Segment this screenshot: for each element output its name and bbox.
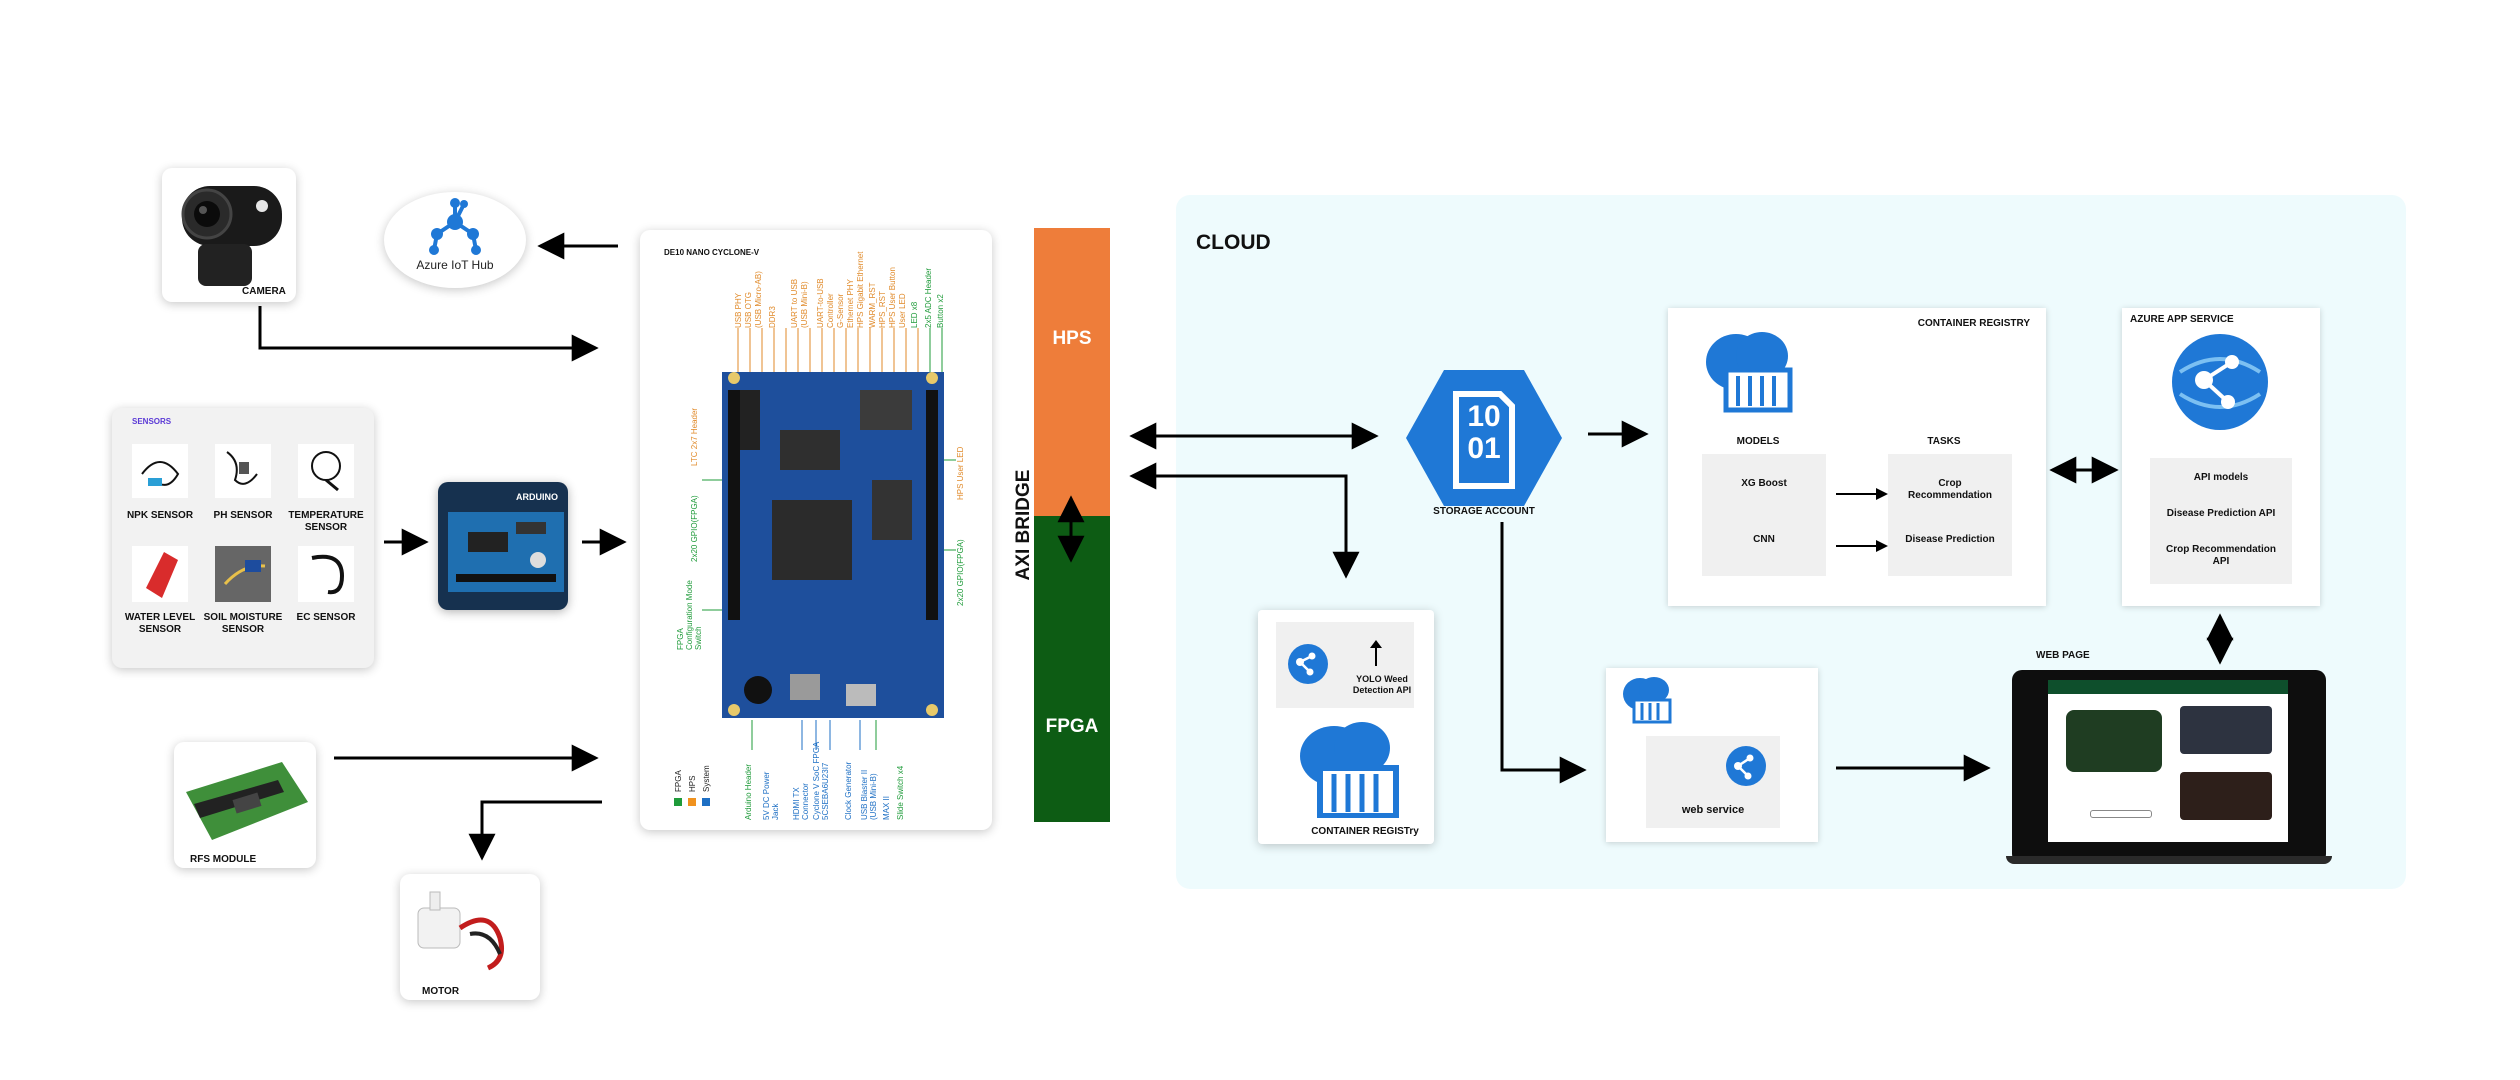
de10-nano-board-icon xyxy=(702,328,956,750)
ec-sensor-icon xyxy=(298,546,354,602)
model-cnn: CNN xyxy=(1753,534,1775,545)
web-page-hero-image xyxy=(2066,710,2162,772)
arrow-board-to-motor xyxy=(468,800,602,861)
cloud-title: CLOUD xyxy=(1196,231,1271,254)
registry-main-title: CONTAINER REGISTRY xyxy=(1917,318,2030,329)
app-service-title: AZURE APP SERVICE xyxy=(2130,314,2234,325)
web-service-card: web service xyxy=(1606,668,1818,842)
api-models: API models xyxy=(2193,472,2249,483)
storage-account-icon xyxy=(1406,370,1562,506)
arrow-camera-to-board xyxy=(258,306,599,362)
ph-sensor-icon xyxy=(215,444,271,498)
api-disease-prediction: Disease Prediction API xyxy=(2166,508,2276,519)
hps-label: HPS xyxy=(1052,328,1092,349)
tasks-box xyxy=(1888,454,2012,576)
npk-sensor-icon xyxy=(132,444,188,498)
camera-icon xyxy=(181,186,282,286)
web-page-weather-card xyxy=(2180,706,2272,754)
models-box xyxy=(1702,454,1826,576)
arrow-axi-registry-small xyxy=(1129,462,1360,579)
camera-card: CAMERA xyxy=(162,168,296,302)
web-service-label: web service xyxy=(1681,804,1745,816)
web-page-info-card xyxy=(2180,772,2272,820)
web-page-navbar xyxy=(2048,680,2288,694)
arduino-card: ARDUINO xyxy=(438,482,568,610)
board-card: DE10 NANO CYCLONE-V xyxy=(640,230,992,830)
board-title: DE10 NANO CYCLONE-V xyxy=(664,248,760,257)
arrow-storage-to-webservice xyxy=(1500,522,1587,784)
model-task-arrows xyxy=(1836,488,1888,552)
task-crop-recommendation: Crop Recommendation xyxy=(1908,478,1992,501)
storage-glyph-bottom: 01 xyxy=(1467,432,1501,465)
app-service-icon xyxy=(2172,334,2268,430)
storage-label: STORAGE ACCOUNT xyxy=(1433,506,1535,517)
container-registry-tiny-icon xyxy=(1623,677,1672,724)
api-crop-recommendation: Crop Recommendation API xyxy=(2165,544,2276,567)
legend-system-swatch xyxy=(702,798,710,806)
rfs-module-icon xyxy=(186,762,308,840)
motor-pump-icon xyxy=(417,891,504,971)
camera-label: CAMERA xyxy=(242,286,286,297)
soil-moisture-sensor-icon xyxy=(215,546,271,602)
container-registry-icon xyxy=(1706,332,1793,413)
laptop-base xyxy=(2006,856,2332,864)
ph-sensor-label: PH SENSOR xyxy=(213,510,273,521)
motor-card: MOTOR xyxy=(400,874,540,1000)
sensors-panel: SENSORS NPK SENSOR PH SENSOR TEMPERATURE… xyxy=(112,408,374,668)
sensors-title: SENSORS xyxy=(132,417,172,426)
motor-label: MOTOR xyxy=(422,986,460,997)
task-disease-prediction: Disease Prediction xyxy=(1905,534,1995,545)
registry-small-label: CONTAINER REGISTry xyxy=(1311,826,1419,837)
app-service-small-icon xyxy=(1288,644,1328,684)
model-xgboost: XG Boost xyxy=(1741,478,1787,489)
ec-sensor-label: EC SENSOR xyxy=(296,612,356,623)
fpga-label: FPGA xyxy=(1045,716,1099,737)
web-service-app-icon xyxy=(1726,746,1766,786)
water-level-sensor-icon xyxy=(132,546,188,602)
iot-hub-label: Azure IoT Hub xyxy=(416,258,494,272)
web-page-screen xyxy=(2048,680,2288,842)
rfs-label: RFS MODULE xyxy=(190,854,257,865)
hps-block: HPS xyxy=(1034,228,1110,516)
iot-hub-icon xyxy=(429,198,481,255)
water-level-sensor-label: WATER LEVEL SENSOR xyxy=(124,612,196,635)
models-header: MODELS xyxy=(1736,436,1780,447)
yolo-api-label: YOLO Weed Detection API xyxy=(1352,674,1412,696)
registry-small-card: YOLO Weed Detection API CONTAINER REGIST… xyxy=(1258,610,1434,844)
legend-fpga-swatch xyxy=(674,798,682,806)
api-box xyxy=(2150,458,2292,584)
web-page-title: WEB PAGE xyxy=(2036,650,2090,661)
temperature-sensor-label: TEMPERATURE SENSOR xyxy=(288,510,364,533)
app-service-card: AZURE APP SERVICE API models Disease Pre… xyxy=(2122,308,2320,606)
arrow-up-icon xyxy=(1370,640,1382,666)
tasks-header: TASKS xyxy=(1927,436,1961,447)
npk-sensor-label: NPK SENSOR xyxy=(126,510,194,521)
container-registry-small-icon xyxy=(1300,722,1399,818)
soil-moisture-sensor-label: SOIL MOISTURE SENSOR xyxy=(203,612,283,635)
fpga-block: FPGA xyxy=(1034,516,1110,822)
arduino-board-icon xyxy=(448,512,564,592)
storage-glyph-top: 10 xyxy=(1467,400,1501,433)
rfs-card: RFS MODULE xyxy=(174,742,316,868)
registry-main-card: CONTAINER REGISTRY MODELS TASKS XG Boost… xyxy=(1668,308,2046,606)
laptop-icon xyxy=(2006,670,2332,864)
iot-hub-card: Azure IoT Hub xyxy=(384,192,526,288)
temperature-sensor-icon xyxy=(298,444,354,498)
legend-hps-swatch xyxy=(688,798,696,806)
arduino-label: ARDUINO xyxy=(516,492,558,502)
web-page-button[interactable] xyxy=(2090,810,2152,818)
